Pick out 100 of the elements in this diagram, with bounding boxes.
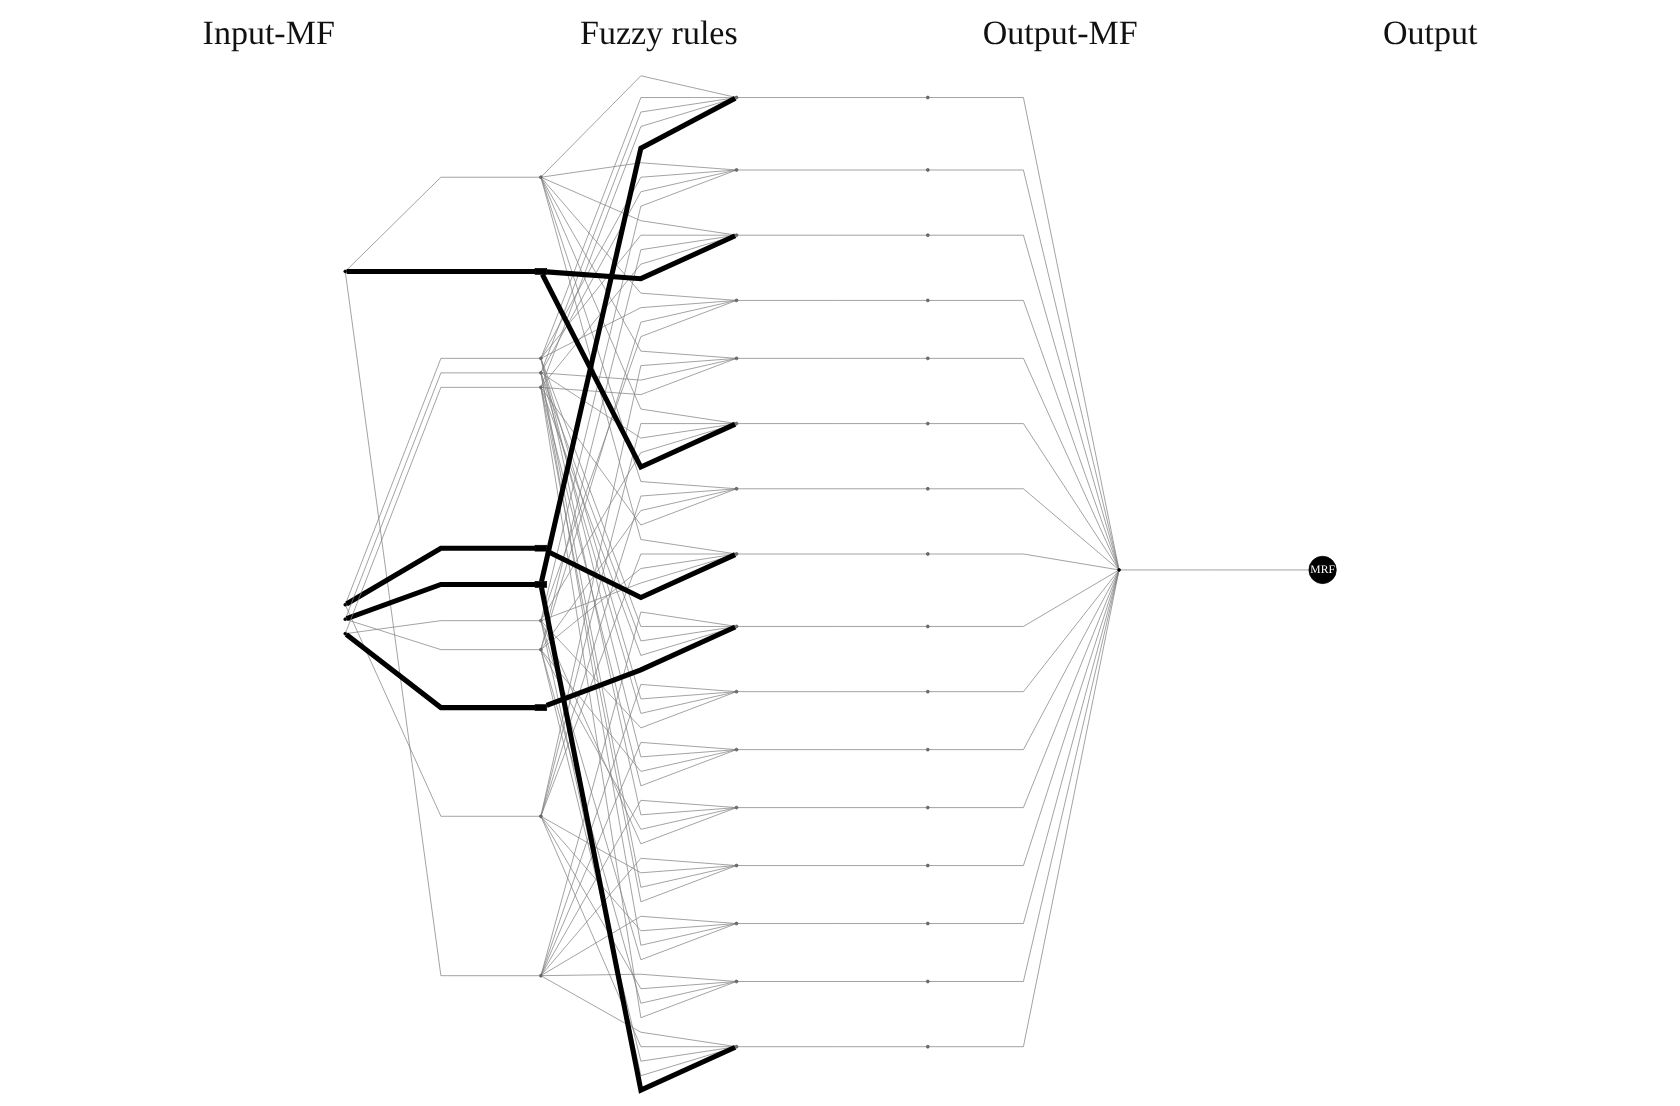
connector — [346, 268, 535, 274]
node-circle — [734, 624, 739, 629]
node-circle — [925, 921, 930, 926]
node-box — [534, 581, 547, 588]
connector — [928, 169, 1120, 569]
connector — [737, 553, 927, 555]
connector — [737, 807, 927, 808]
connector — [540, 235, 736, 649]
connector — [737, 691, 927, 693]
connector — [541, 235, 736, 387]
connector — [928, 570, 1119, 866]
connector — [928, 234, 1119, 569]
connector — [928, 570, 1119, 693]
node-circle — [925, 486, 930, 491]
node-circle — [734, 747, 739, 752]
node-circle — [539, 175, 543, 180]
connector — [928, 570, 1119, 627]
connector — [928, 423, 1119, 570]
connector — [737, 865, 927, 866]
connector — [540, 273, 737, 471]
connector — [541, 817, 736, 1048]
connector — [541, 650, 736, 830]
connector — [546, 233, 737, 282]
connector — [345, 605, 540, 817]
node-circle — [925, 298, 930, 303]
node-circle — [343, 602, 347, 607]
connector — [928, 570, 1119, 750]
connector — [540, 178, 736, 555]
connector — [541, 423, 736, 620]
connector — [541, 178, 736, 424]
node-circle — [925, 624, 930, 629]
connector — [541, 358, 736, 395]
node-circle — [734, 298, 739, 303]
node-circle — [539, 371, 543, 375]
connector — [928, 488, 1119, 570]
connector — [541, 976, 736, 1047]
node-circle — [539, 973, 543, 978]
connector — [541, 488, 736, 649]
connector — [737, 300, 927, 301]
connector — [346, 620, 540, 634]
connector — [346, 619, 540, 650]
node-circle — [925, 747, 930, 752]
connector — [344, 632, 535, 711]
node-circle — [734, 689, 739, 694]
node-circle — [734, 168, 739, 172]
connector — [737, 981, 927, 982]
connector — [345, 581, 535, 622]
connector — [345, 545, 535, 607]
node-circle — [925, 233, 930, 237]
connector — [737, 358, 927, 359]
connector — [737, 1046, 927, 1048]
node-circle — [1117, 568, 1121, 572]
connector — [541, 388, 736, 526]
connector — [541, 621, 736, 729]
node-circle — [734, 356, 739, 361]
node-box — [534, 268, 547, 275]
connector — [928, 553, 1118, 571]
node-circle — [925, 421, 930, 426]
connector — [928, 358, 1119, 569]
node-box — [534, 544, 547, 552]
connector — [540, 684, 736, 975]
connector — [737, 488, 927, 490]
connector — [737, 423, 927, 424]
connector — [541, 300, 736, 359]
connector — [541, 816, 736, 874]
node-circle — [734, 979, 739, 984]
connector — [541, 857, 736, 975]
node-circle — [925, 979, 930, 984]
connector — [541, 358, 736, 381]
node-circle — [539, 385, 543, 390]
node-circle — [343, 269, 347, 274]
connector — [345, 272, 540, 977]
node-circle — [539, 647, 543, 652]
layer-heading: Input-MF — [202, 14, 335, 54]
node-circle — [734, 233, 739, 237]
connector — [540, 170, 736, 620]
connector — [737, 749, 927, 750]
connector — [541, 177, 736, 301]
connector — [1120, 569, 1310, 571]
node-circle — [734, 1044, 739, 1049]
connector — [539, 95, 737, 583]
node-circle — [925, 805, 930, 810]
node-circle — [734, 863, 739, 868]
connector — [541, 234, 736, 358]
layer-heading: Output-MF — [982, 14, 1138, 54]
connector — [540, 553, 736, 816]
connector — [541, 915, 736, 976]
connector — [541, 973, 736, 982]
connector — [737, 923, 927, 924]
node-circle — [734, 805, 739, 810]
node-circle — [539, 814, 543, 819]
connector — [545, 548, 737, 601]
node-circle — [734, 921, 739, 926]
node-circle — [343, 617, 347, 621]
connector — [541, 621, 736, 845]
node-circle — [925, 1044, 930, 1049]
connector — [737, 626, 927, 627]
connector — [541, 75, 736, 177]
layer-heading: Output — [1382, 14, 1478, 54]
node-circle — [734, 486, 739, 491]
